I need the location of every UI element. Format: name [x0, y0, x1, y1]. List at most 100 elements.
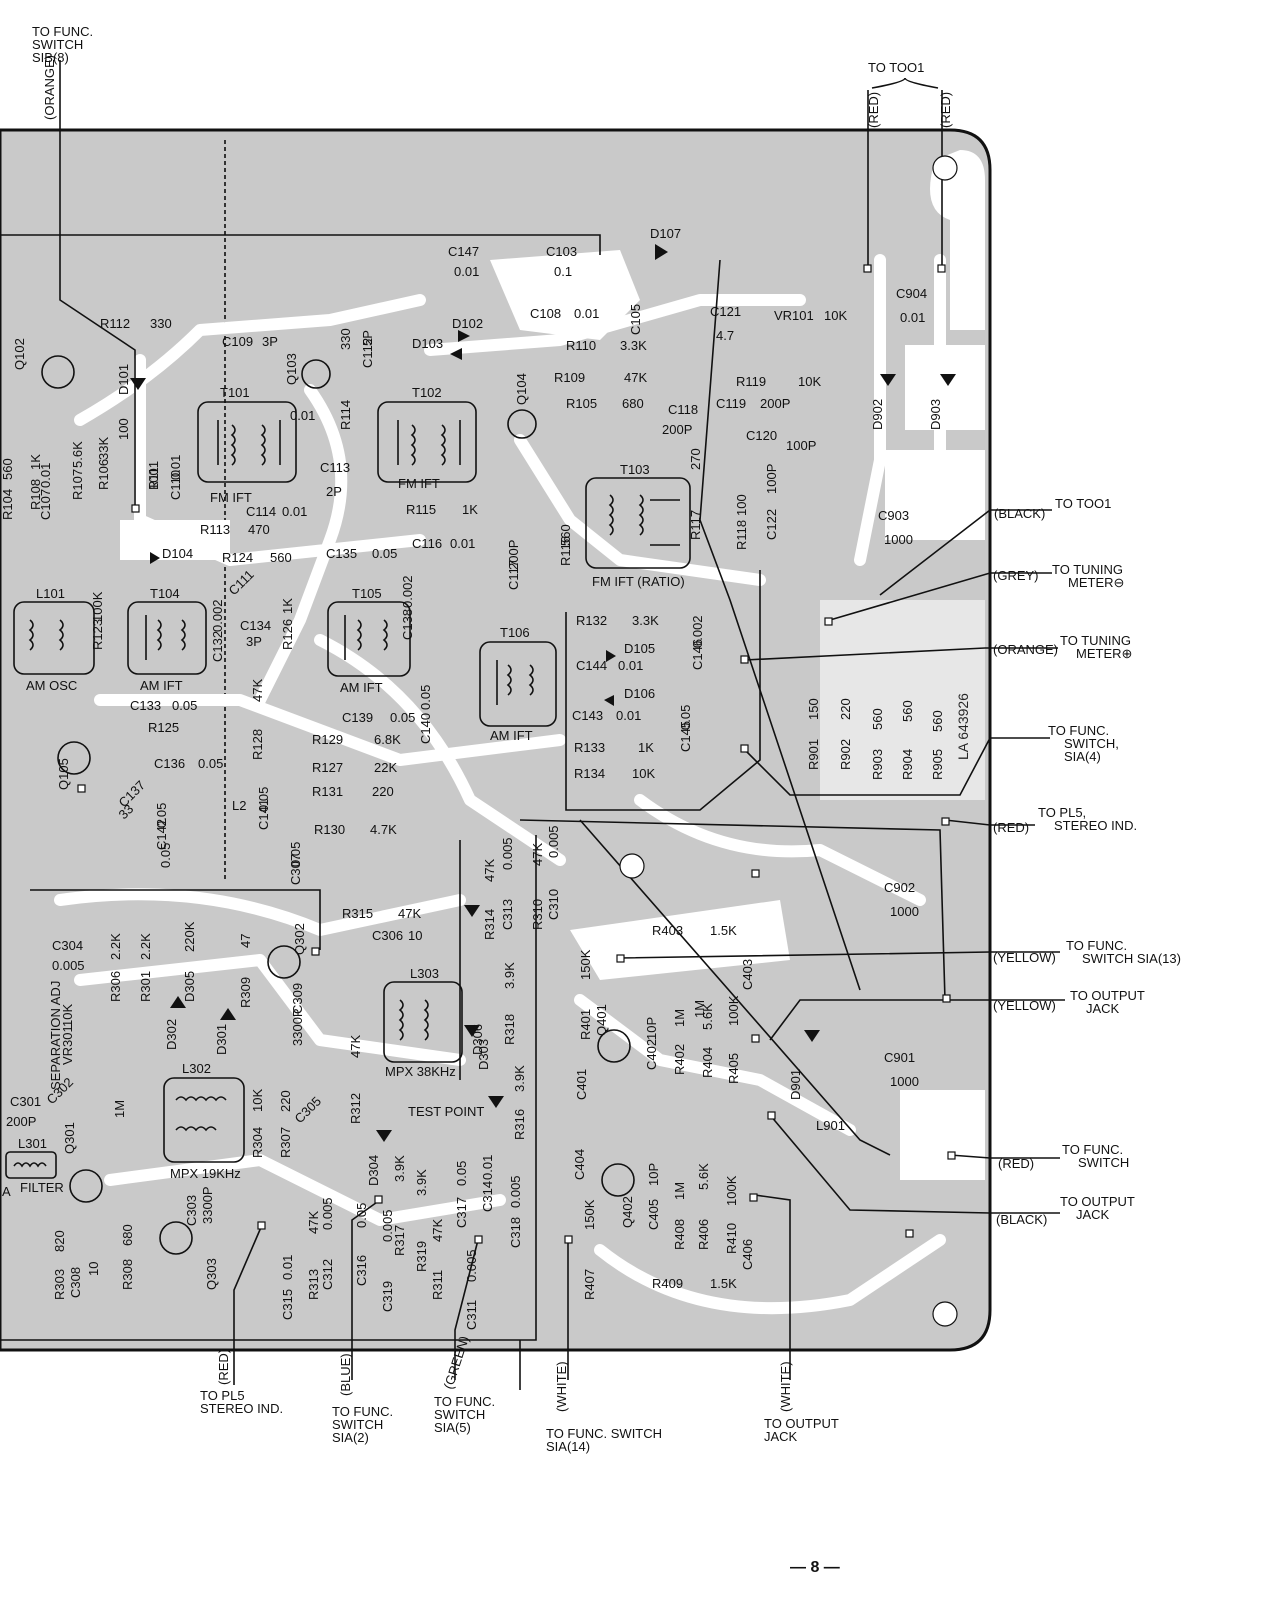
module-t106-title: T106	[500, 625, 530, 640]
part-r123-value: 100K	[90, 591, 105, 622]
part-c904-ref: C904	[896, 286, 927, 301]
connection-top_t001-line-0: TO TOO1	[868, 60, 924, 75]
part-d101-ref: D101	[116, 364, 131, 395]
part-r134-value: 10K	[632, 766, 655, 781]
part-r405-value: 100K	[726, 995, 741, 1026]
part-r306-value: 2.2K	[108, 933, 123, 960]
module-t101-caption: FM IFT	[210, 490, 252, 505]
part-r312-ref: R312	[348, 1093, 363, 1124]
part-c405-ref: C405	[646, 1199, 661, 1230]
transistor-symbols	[41, 355, 635, 1255]
part-r112-value: 330	[150, 316, 172, 331]
part-r406-ref: R406	[696, 1219, 711, 1250]
part-c319-ref: C319	[380, 1281, 395, 1312]
part-r311-ref: R311	[430, 1270, 445, 1300]
connection-r_meter_minus-wire: (GREY)	[993, 568, 1039, 583]
part-d305-value: 220K	[182, 921, 197, 952]
part-r403-value: 1.5K	[710, 923, 737, 938]
part-c142-value: 0.05	[154, 803, 169, 828]
part-l901-ref: L901	[816, 1118, 845, 1133]
part-c122-value: 100P	[764, 464, 779, 494]
part-c114-value: 0.01	[282, 504, 307, 519]
part-r402-value: 1M	[672, 1009, 687, 1027]
part-d105-ref: D105	[624, 641, 655, 656]
part-r903-value: 560	[870, 708, 885, 730]
part-d301-ref: D301	[214, 1024, 229, 1055]
part-r401-value: 150K	[578, 949, 593, 980]
part-r112-ref: R112	[100, 316, 130, 331]
connection-r_sia13-line-0: TO FUNC.	[1066, 938, 1127, 953]
part-r314-ref: R314	[482, 909, 497, 940]
connection-r_t001-line-0: TO TOO1	[1055, 496, 1111, 511]
part-c142-ref: C142	[154, 819, 169, 850]
part-r134-ref: R134	[574, 766, 605, 781]
part-d104-ref: D104	[162, 546, 193, 561]
extra-label-1: 1M	[112, 1100, 127, 1118]
part-c113-value: 2P	[326, 484, 342, 499]
part-r113-ref: R113	[200, 522, 230, 537]
module-t106-caption: AM IFT	[490, 728, 533, 743]
part-c117-ref: C117	[506, 560, 521, 590]
part-r315-value: 47K	[398, 906, 421, 921]
diode-d902-symbol	[880, 374, 896, 386]
part-r306-ref: R306	[108, 971, 123, 1002]
diode-d102-symbol	[458, 330, 470, 342]
part-r307-ref: R307	[278, 1127, 293, 1158]
part-c116-value: 0.01	[450, 536, 475, 551]
part-r106-value: 33K	[96, 437, 111, 460]
connection-top_t001-wire2: (RED)	[938, 92, 953, 128]
part-r127-ref: R127	[312, 760, 343, 775]
part-r408-ref: R408	[672, 1219, 687, 1250]
part-r308-ref: R308	[120, 1259, 135, 1290]
part-c317-value: 0.05	[454, 1161, 469, 1186]
part-r901-value: 150	[806, 698, 821, 720]
part-r303-value: 820	[52, 1230, 67, 1252]
part-d102-ref: D102	[452, 316, 483, 331]
pcb-board	[0, 128, 992, 1352]
module-t102: T102 FM IFT	[377, 385, 477, 491]
diode-d903-symbol	[940, 374, 956, 386]
part-r403-ref: R403	[652, 923, 683, 938]
part-d106-ref: D106	[624, 686, 655, 701]
part-r319-value: 3.9K	[414, 1169, 429, 1196]
part-r317-ref: R317	[392, 1225, 407, 1256]
part-r128-value: 47K	[250, 679, 265, 702]
board-code: LA 643926	[955, 693, 971, 760]
part-c312-ref: C312	[320, 1259, 335, 1290]
part-c108-ref: C108	[530, 306, 561, 321]
part-r303-ref: R303	[52, 1269, 67, 1300]
module-l101-title: L101	[36, 586, 65, 601]
module-t104-title: T104	[150, 586, 180, 601]
module-l301: L301 FILTER	[5, 1136, 64, 1195]
part-r902-ref: R902	[838, 739, 853, 770]
connection-r_pl5-wire: (RED)	[993, 820, 1029, 835]
part-c144-ref: C144	[576, 658, 607, 673]
part-c135-value: 0.05	[372, 546, 397, 561]
connection-r_output1-line-1: JACK	[1086, 1001, 1120, 1016]
module-t101-title: T101	[220, 385, 250, 400]
part-r133-ref: R133	[574, 740, 605, 755]
part-c119-value: 200P	[760, 396, 790, 411]
coil-modules: T101 FM IFT T102 FM IFT T103 FM IFT (RAT…	[5, 385, 691, 1195]
part-c133-value: 0.05	[172, 698, 197, 713]
test-point-label: TEST POINT	[408, 1104, 484, 1119]
part-r316-value: 3.9K	[512, 1065, 527, 1092]
part-r409-ref: R409	[652, 1276, 683, 1291]
connection-r_sia13-wire: (YELLOW)	[993, 950, 1056, 965]
part-c319-value: 0.005	[380, 1209, 395, 1242]
part-c406-ref: C406	[740, 1239, 755, 1270]
part-c138-value: 0.002	[400, 575, 415, 608]
part-r129-ref: R129	[312, 732, 343, 747]
part-r905-value: 560	[930, 710, 945, 732]
part-r315-ref: R315	[342, 906, 373, 921]
part-r318-ref: R318	[502, 1014, 517, 1045]
part-l2-ref: L2	[232, 798, 246, 813]
extra-label-4: 0.05	[158, 843, 173, 868]
part-r132-ref: R132	[576, 613, 607, 628]
connection-b_pl5-wire: (RED)	[216, 1349, 231, 1385]
connection-r_func-wire: (RED)	[998, 1156, 1034, 1171]
connection-r_meter_plus-line-1: METER⊕	[1076, 646, 1132, 661]
external-wires	[0, 60, 1065, 1390]
part-c145-ref: C145	[678, 721, 693, 752]
module-t105: T105 AM IFT	[327, 586, 411, 695]
